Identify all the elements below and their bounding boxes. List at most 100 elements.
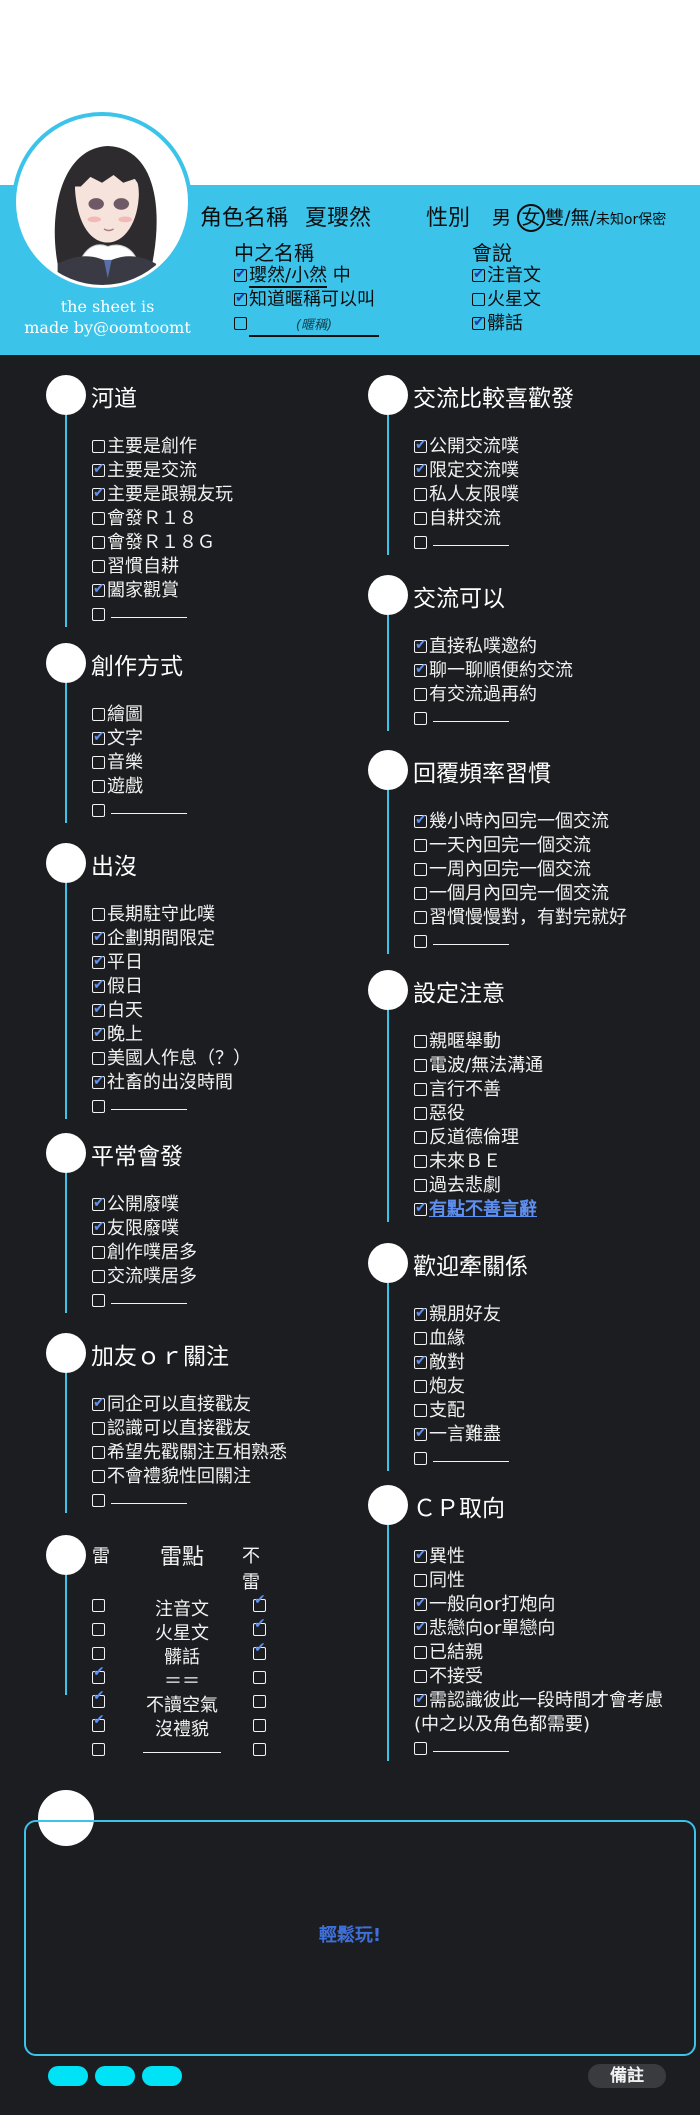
option-checkbox[interactable] (92, 560, 105, 573)
lei-checkbox[interactable] (92, 1688, 105, 1708)
gender-other-options[interactable]: 雙/無/ (545, 207, 596, 229)
option-checkbox[interactable] (92, 1052, 105, 1065)
option-checkbox[interactable] (414, 1421, 427, 1445)
option-checkbox[interactable] (92, 1494, 105, 1507)
option-checkbox[interactable] (414, 1035, 427, 1048)
option-checkbox[interactable] (414, 536, 427, 549)
option-checkbox[interactable] (414, 1301, 427, 1325)
blank-fill-line[interactable] (433, 944, 509, 945)
option-checkbox[interactable] (414, 1380, 427, 1393)
blank-fill-line[interactable] (433, 1461, 509, 1462)
option-checkbox[interactable] (414, 1687, 427, 1711)
not-lei-checkbox[interactable] (253, 1719, 266, 1732)
blank-fill-line[interactable] (111, 813, 187, 814)
blank-fill-line[interactable] (111, 617, 187, 618)
lei-blank-line[interactable] (143, 1752, 221, 1753)
option-checkbox[interactable] (414, 433, 427, 457)
not-lei-checkbox[interactable] (253, 1592, 266, 1612)
option-checkbox[interactable] (414, 512, 427, 525)
option-checkbox[interactable] (414, 839, 427, 852)
option-checkbox[interactable] (414, 1349, 427, 1373)
lei-checkbox[interactable] (92, 1743, 105, 1756)
option-checkbox[interactable] (414, 1083, 427, 1096)
blank-fill-line[interactable] (111, 1109, 187, 1110)
option-checkbox[interactable] (414, 1646, 427, 1659)
option-checkbox[interactable] (92, 1191, 105, 1215)
option-checkbox[interactable] (92, 457, 105, 481)
option-checkbox[interactable] (414, 1059, 427, 1072)
option-checkbox[interactable] (414, 657, 427, 681)
option-checkbox[interactable] (414, 1615, 427, 1639)
option-checkbox[interactable] (414, 688, 427, 701)
option-checkbox[interactable] (414, 1179, 427, 1192)
nickname-checkbox[interactable] (234, 317, 247, 330)
option-checkbox[interactable] (92, 1100, 105, 1113)
option-checkbox[interactable] (414, 712, 427, 725)
option-checkbox[interactable] (414, 1131, 427, 1144)
option-checkbox[interactable] (92, 997, 105, 1021)
option-checkbox[interactable] (92, 577, 105, 601)
option-checkbox[interactable] (414, 911, 427, 924)
option-checkbox[interactable] (92, 481, 105, 505)
nickname-blank-field[interactable]: (暱稱) (249, 317, 379, 337)
option-checkbox[interactable] (92, 925, 105, 949)
option-checkbox[interactable] (414, 935, 427, 948)
option-checkbox[interactable] (92, 973, 105, 997)
lei-checkbox[interactable] (92, 1712, 105, 1732)
option-checkbox[interactable] (92, 1215, 105, 1239)
not-lei-checkbox[interactable] (253, 1671, 266, 1684)
option-checkbox[interactable] (414, 1155, 427, 1168)
option-checkbox[interactable] (414, 808, 427, 832)
option-checkbox[interactable] (92, 804, 105, 817)
option-checkbox[interactable] (414, 1543, 427, 1567)
option-checkbox[interactable] (414, 488, 427, 501)
option-checkbox[interactable] (92, 1069, 105, 1093)
lei-checkbox[interactable] (92, 1664, 105, 1684)
memo-button[interactable]: 備註 (588, 2064, 666, 2088)
option-checkbox[interactable] (92, 949, 105, 973)
lei-checkbox[interactable] (92, 1599, 105, 1612)
blank-fill-line[interactable] (433, 721, 509, 722)
option-checkbox[interactable] (414, 1107, 427, 1120)
option-checkbox[interactable] (414, 1332, 427, 1345)
blank-fill-line[interactable] (433, 1751, 509, 1752)
option-checkbox[interactable] (92, 1422, 105, 1435)
option-checkbox[interactable] (92, 780, 105, 793)
blank-fill-line[interactable] (111, 1503, 187, 1504)
option-checkbox[interactable] (414, 1742, 427, 1755)
lei-checkbox[interactable] (92, 1623, 105, 1636)
nickname-checkbox[interactable] (234, 262, 247, 286)
option-checkbox[interactable] (92, 512, 105, 525)
blank-fill-line[interactable] (433, 545, 509, 546)
option-checkbox[interactable] (92, 1294, 105, 1307)
gender-male-option[interactable]: 男 (492, 207, 512, 229)
option-checkbox[interactable] (92, 756, 105, 769)
language-checkbox[interactable] (472, 310, 485, 334)
option-checkbox[interactable] (92, 1470, 105, 1483)
option-checkbox[interactable] (92, 1246, 105, 1259)
not-lei-checkbox[interactable] (253, 1695, 266, 1708)
option-checkbox[interactable] (414, 457, 427, 481)
gender-female-option-selected[interactable]: 女 (517, 204, 546, 232)
nickname-checkbox[interactable] (234, 286, 247, 310)
option-checkbox[interactable] (92, 1270, 105, 1283)
language-checkbox[interactable] (472, 262, 485, 286)
option-checkbox[interactable] (92, 1391, 105, 1415)
option-checkbox[interactable] (414, 863, 427, 876)
option-checkbox[interactable] (92, 708, 105, 721)
option-checkbox[interactable] (92, 908, 105, 921)
gender-unknown-option[interactable]: 未知or保密 (595, 212, 667, 228)
option-checkbox[interactable] (92, 608, 105, 621)
option-checkbox[interactable] (414, 1452, 427, 1465)
option-checkbox[interactable] (92, 1021, 105, 1045)
option-checkbox[interactable] (414, 1591, 427, 1615)
language-checkbox[interactable] (472, 293, 485, 306)
option-checkbox[interactable] (92, 440, 105, 453)
not-lei-checkbox[interactable] (253, 1743, 266, 1756)
option-checkbox[interactable] (92, 725, 105, 749)
blank-fill-line[interactable] (111, 1303, 187, 1304)
option-checkbox[interactable] (92, 1446, 105, 1459)
not-lei-checkbox[interactable] (253, 1616, 266, 1636)
option-checkbox[interactable] (414, 1196, 427, 1220)
not-lei-checkbox[interactable] (253, 1640, 266, 1660)
